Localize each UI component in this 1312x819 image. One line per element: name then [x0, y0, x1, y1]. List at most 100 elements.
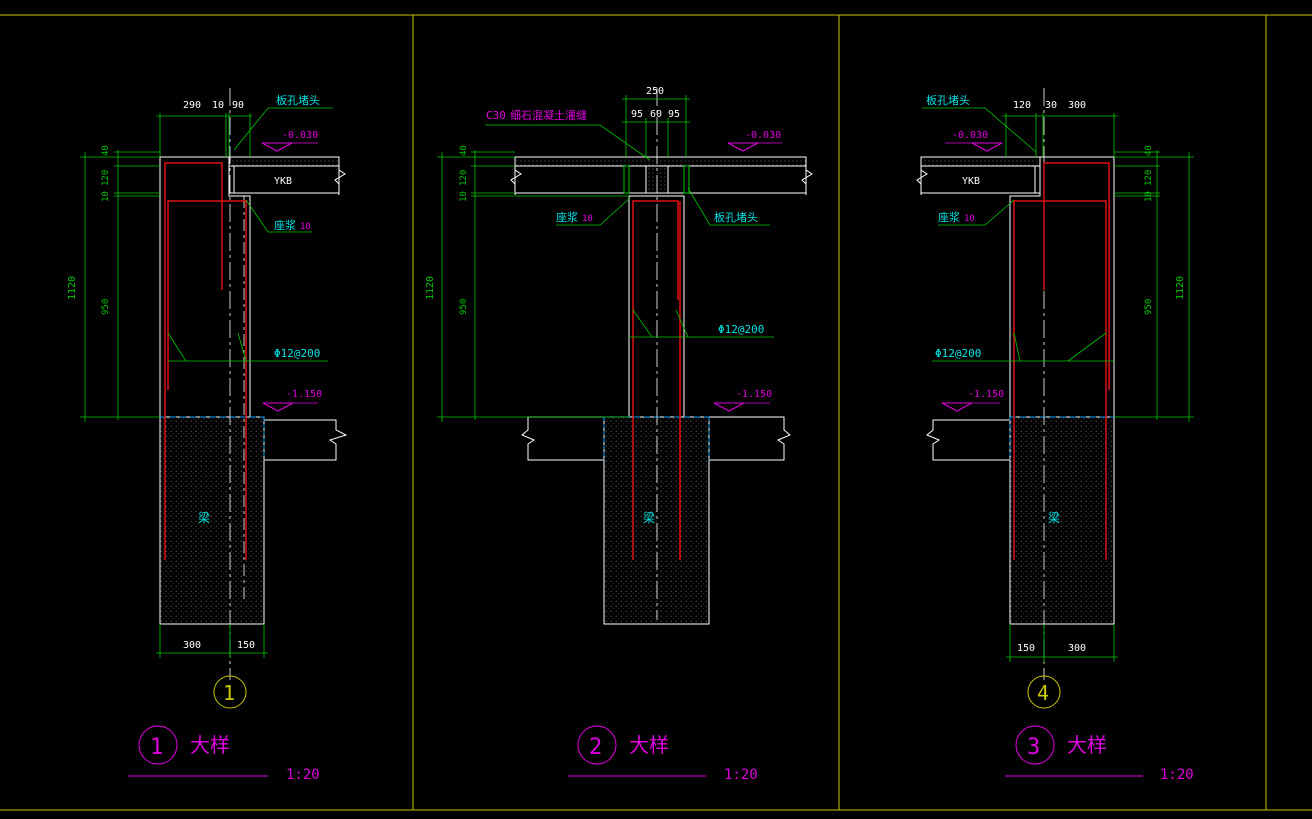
title-bubble[interactable]	[577, 725, 617, 765]
beam-label: 梁	[198, 510, 210, 525]
dim-bottom-300: 300	[1068, 643, 1086, 654]
beam-section	[603, 416, 710, 625]
title-text: 大样	[629, 733, 669, 757]
dim-left-950: 950	[459, 299, 469, 315]
dimension-top	[622, 95, 690, 157]
drawing-frame	[0, 14, 1312, 811]
scale-text: 1:20	[724, 767, 758, 783]
break-line-right	[801, 157, 813, 195]
beam-label: 梁	[643, 510, 655, 525]
dim-right-40: 40	[1144, 145, 1154, 156]
break-line-left	[510, 157, 522, 195]
dimension-bottom	[156, 624, 268, 658]
break-line	[334, 157, 346, 195]
title-text: 大样	[1067, 733, 1107, 757]
elev-top-marker	[261, 142, 293, 152]
elev-bottom-text: -1.150	[968, 389, 1004, 400]
dimension-top	[156, 113, 252, 157]
beam-section	[1009, 416, 1115, 625]
mortar-label: 座浆	[274, 218, 296, 232]
slab-left	[514, 165, 647, 194]
elev-top-text: -0.030	[745, 130, 781, 141]
beam-label: 梁	[1048, 510, 1060, 525]
dim-top-120: 120	[1013, 100, 1031, 111]
rebar-inner	[167, 200, 247, 560]
scale-text: 1:20	[1160, 767, 1194, 783]
dim-right-outer: 1120	[1175, 276, 1186, 300]
break-line	[916, 157, 928, 195]
wall-outline	[1009, 156, 1115, 417]
axis-label: 4	[1037, 681, 1049, 705]
title-number: 2	[589, 735, 602, 760]
rebar-label: Φ12@200	[935, 347, 981, 360]
ground-slab-left	[521, 416, 604, 461]
plug-label: 板孔堵头	[714, 210, 758, 224]
ground-slab	[264, 419, 348, 461]
dim-bottom-150: 150	[237, 640, 255, 651]
wall-outline	[159, 156, 251, 417]
scale-text: 1:20	[286, 767, 320, 783]
dimension-left	[437, 150, 629, 422]
dim-top-290: 290	[183, 100, 201, 111]
rebar-label: Φ12@200	[274, 347, 320, 360]
title-bubble[interactable]	[1015, 725, 1055, 765]
plug-leader	[922, 107, 1037, 153]
axis-bubble[interactable]	[1027, 675, 1061, 709]
ykb-slab	[920, 165, 1041, 194]
mortar-value: 10	[300, 222, 311, 232]
title-bubble[interactable]	[138, 725, 178, 765]
dim-left-outer: 1120	[425, 276, 436, 300]
elev-bottom-marker	[713, 402, 745, 412]
plug-left	[623, 165, 630, 194]
dim-left-950: 950	[101, 299, 111, 315]
dimension-right	[1114, 150, 1194, 422]
plug-block	[1034, 165, 1041, 194]
plug-right	[683, 165, 690, 194]
dim-bottom-300: 300	[183, 640, 201, 651]
plug-label: 板孔堵头	[276, 93, 320, 107]
dim-top-300: 300	[1068, 100, 1086, 111]
dim-right-950: 950	[1144, 299, 1154, 315]
dim-top-95a: 95	[631, 109, 643, 120]
rebar-left	[632, 200, 679, 560]
mortar-label: 座浆	[938, 210, 960, 224]
elev-bottom-text: -1.150	[286, 389, 322, 400]
elev-top-text: -0.030	[282, 130, 318, 141]
elev-top-text: -0.030	[952, 130, 988, 141]
title-text: 大样	[190, 733, 230, 757]
ground-slab	[926, 419, 1010, 461]
mortar-leader	[245, 199, 312, 233]
elev-top-marker	[727, 142, 759, 152]
axis-bubble[interactable]	[213, 675, 247, 709]
grout-leader	[485, 124, 651, 161]
dim-top-95b: 95	[668, 109, 680, 120]
rebar-inner	[1013, 200, 1107, 560]
dim-top-10: 10	[212, 100, 224, 111]
slab-label: YKB	[962, 176, 980, 187]
slab-topping	[920, 156, 1041, 167]
detail-2[interactable]: 1120 40 120 10 950 250 95 60 95 C30 细石混凝…	[425, 86, 813, 783]
dim-top-total: 250	[646, 86, 664, 97]
slab-label: YKB	[274, 176, 292, 187]
wall-outline	[628, 195, 685, 417]
detail-1[interactable]: 1120 40 120 10 950 290 10 90 300 150 板孔堵…	[67, 88, 348, 783]
dim-left-outer: 1120	[67, 276, 78, 300]
detail-3[interactable]: 1120 40 120 10 950 120 30 300 150 300 板孔…	[916, 88, 1194, 783]
elev-top-marker	[971, 142, 1003, 152]
ground-slab-right	[709, 416, 791, 461]
dim-right-120: 120	[1144, 170, 1154, 186]
axis-label: 1	[223, 681, 235, 705]
dim-left-10: 10	[101, 191, 111, 202]
plug-leader	[233, 107, 333, 151]
grout-grade: C30	[486, 109, 506, 122]
dimension-left	[80, 150, 160, 422]
plug-leader	[687, 187, 770, 226]
dimension-top	[1002, 113, 1118, 157]
dim-left-10: 10	[459, 191, 469, 202]
mortar-value: 10	[964, 214, 975, 224]
mortar-leader	[556, 197, 631, 226]
rebar-outer	[164, 162, 223, 560]
dim-left-120: 120	[101, 170, 111, 186]
grout-label: 细石混凝土灌缝	[510, 108, 587, 122]
